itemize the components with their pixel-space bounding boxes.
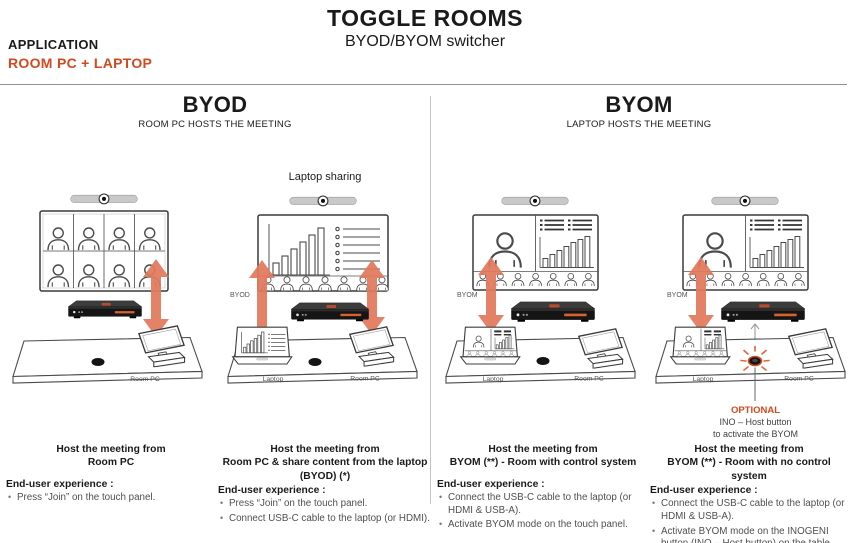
arrow-display-laptop <box>688 257 714 333</box>
camera-bar-icon <box>70 193 138 205</box>
optional-line1: INO – Host button <box>719 417 792 428</box>
bullet-item: Connect the USB-C cable to the laptop (o… <box>437 492 649 517</box>
host-description: Host the meeting from BYOM (**) - Room w… <box>650 443 848 483</box>
host-description: Host the meeting from Room PC & share co… <box>218 443 432 483</box>
table-label-laptop: Laptop <box>693 376 714 383</box>
application-value: ROOM PC + LAPTOP <box>8 55 153 71</box>
laptop <box>461 327 520 364</box>
application-label: APPLICATION <box>8 37 99 52</box>
experience-label: End-user experience : <box>6 479 114 490</box>
optional-line2: to activate the BYOM <box>712 429 799 440</box>
table-label-roompc: Room PC <box>574 375 604 382</box>
switcher-device <box>511 301 595 323</box>
experience-bullets: Connect the USB-C cable to the laptop (o… <box>437 492 649 532</box>
table-mic-icon <box>91 358 105 366</box>
arrow-label-byod: BYOD <box>230 292 250 299</box>
table-label-roompc: Room PC <box>350 375 380 382</box>
arrow-display-laptop <box>478 257 504 333</box>
caption-byod-share: Host the meeting from Room PC & share co… <box>218 443 432 528</box>
laptop <box>231 326 293 365</box>
section-divider <box>430 96 431 504</box>
switcher-device <box>721 301 805 323</box>
host-line: Host the meeting from <box>56 444 166 455</box>
host-line: BYOM (**) - Room with control system <box>449 457 637 469</box>
host-line: Host the meeting from <box>270 444 380 455</box>
arrow-laptop-display <box>249 260 275 333</box>
arrow-display-roompc <box>143 259 169 337</box>
diagram-laptop-sharing: Laptop sharing <box>227 171 418 384</box>
diagram-title: Laptop sharing <box>289 171 362 183</box>
switcher-device <box>68 300 142 319</box>
camera-bar-icon <box>711 195 779 207</box>
byom-subtitle: LAPTOP HOSTS THE MEETING <box>566 119 712 130</box>
display-content-share <box>257 214 389 292</box>
table-label-laptop: Laptop <box>263 376 284 383</box>
experience-bullets: Connect the USB-C cable to the laptop (o… <box>650 498 848 543</box>
bullet-item: Activate BYOM mode on the touch panel. <box>437 519 649 532</box>
bullet-item: Press “Join” on the touch panel. <box>6 492 216 505</box>
diagram-byom-nocontrol: BYOM Laptop Room PC <box>655 195 846 401</box>
experience-bullets: Press “Join” on the touch panel. <box>6 492 216 505</box>
bullet-item: Connect USB-C cable to the laptop (or HD… <box>218 513 432 526</box>
experience-label: End-user experience : <box>218 485 326 497</box>
camera-bar-icon <box>289 195 357 207</box>
display-byom <box>472 214 599 291</box>
bullet-item: Activate BYOM mode on the INOGENI button… <box>650 526 848 543</box>
host-line: Host the meeting from <box>694 444 804 455</box>
experience-label: End-user experience : <box>437 479 545 490</box>
host-line: Host the meeting from <box>488 444 598 455</box>
camera-bar-icon <box>501 195 569 207</box>
caption-byom-control: Host the meeting from BYOM (**) - Room w… <box>437 443 649 534</box>
bullet-item: Connect the USB-C cable to the laptop (o… <box>650 498 848 523</box>
caption-roompc-host: Host the meeting from Room PC End-user e… <box>6 443 216 507</box>
host-line: Room PC & share content from the laptop <box>222 457 428 469</box>
page-title: TOGGLE ROOMS <box>327 5 523 31</box>
section-head-byom: BYOM LAPTOP HOSTS THE MEETING <box>430 92 848 130</box>
display-videocall-grid <box>39 210 169 292</box>
experience-bullets: Press “Join” on the touch panel. Connect … <box>218 498 432 525</box>
diagram-byom-control: BYOM Laptop Room PC <box>445 195 636 384</box>
byod-subtitle: ROOM PC HOSTS THE MEETING <box>138 119 292 130</box>
experience-label: End-user experience : <box>650 485 758 497</box>
section-head-byod: BYOD ROOM PC HOSTS THE MEETING <box>0 92 430 130</box>
optional-title: OPTIONAL <box>730 405 781 416</box>
switcher-device <box>291 302 369 322</box>
arrow-display-roompc <box>359 260 385 335</box>
optional-note: OPTIONAL INO – Host button to activate t… <box>673 405 838 441</box>
bullet-item: Press “Join” on the touch panel. <box>218 498 432 511</box>
host-description: Host the meeting from BYOM (**) - Room w… <box>437 443 649 477</box>
arrow-label-byom: BYOM <box>457 292 478 299</box>
caption-byom-nocontrol: Host the meeting from BYOM (**) - Room w… <box>650 443 848 543</box>
host-line: BYOM (**) - Room with no control system <box>667 457 831 482</box>
laptop <box>671 327 730 364</box>
title-block: TOGGLE ROOMS BYOD/BYOM switcher <box>0 5 850 51</box>
horizontal-rule <box>0 84 847 85</box>
table-label-laptop: Laptop <box>483 376 504 383</box>
host-line: (BYOD) (*) <box>299 470 351 482</box>
table-mic-icon <box>536 357 550 365</box>
diagram-roompc-host: Room PC <box>12 193 203 384</box>
table-label-roompc: Room PC <box>784 375 814 382</box>
host-description: Host the meeting from Room PC <box>6 443 216 477</box>
byom-title: BYOM <box>605 92 673 117</box>
table-mic-icon <box>308 358 322 366</box>
arrow-label-byom: BYOM <box>667 292 688 299</box>
host-line: Room PC <box>87 457 135 469</box>
byod-title: BYOD <box>182 92 248 117</box>
page-subtitle: BYOD/BYOM switcher <box>344 33 506 50</box>
table-label-roompc: Room PC <box>130 376 160 383</box>
display-byom <box>682 214 809 291</box>
application-block: APPLICATION ROOM PC + LAPTOP <box>8 37 152 71</box>
ino-host-button <box>740 345 770 371</box>
